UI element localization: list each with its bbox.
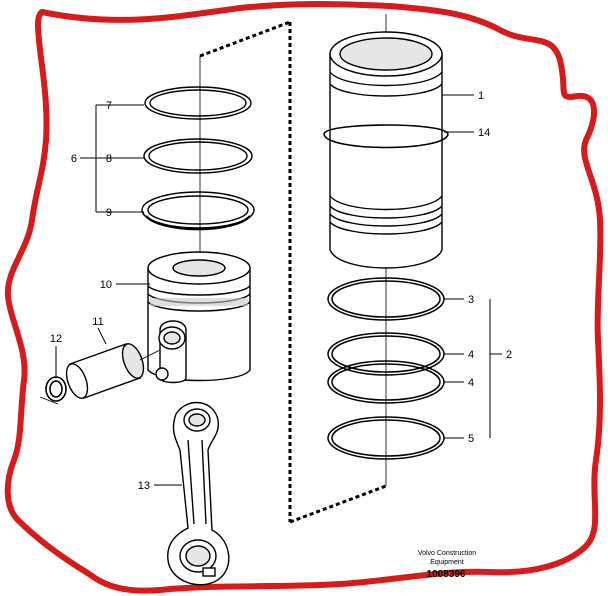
brand-line-1: Volvo Construction xyxy=(418,550,476,557)
callout-5: 5 xyxy=(468,433,474,445)
piston xyxy=(147,251,251,384)
circlip xyxy=(39,376,67,405)
piston-ring-9 xyxy=(141,191,255,231)
callout-labels: 7 6 8 9 10 11 12 13 1 14 3 3 4 4 5 2 xyxy=(50,90,512,492)
callout-4-upper: 4 xyxy=(468,349,474,361)
callout-7: 7 xyxy=(106,100,112,112)
red-hand-drawn-outline xyxy=(4,1,604,594)
cylinder-liner xyxy=(329,31,443,269)
callout-10: 10 xyxy=(100,279,112,291)
callout-8: 8 xyxy=(106,153,112,165)
callout-3-label: 3 xyxy=(468,294,474,306)
callout-14: 14 xyxy=(478,127,490,139)
callout-1: 1 xyxy=(478,90,484,102)
leader-lines xyxy=(55,94,502,486)
callout-2: 2 xyxy=(506,349,512,361)
piston-ring-7 xyxy=(144,86,252,120)
piston-pin xyxy=(65,343,161,399)
callout-6: 6 xyxy=(71,153,77,165)
callout-12: 12 xyxy=(50,333,62,345)
brand-line-2: Equipment xyxy=(430,559,464,566)
connecting-rod xyxy=(167,401,230,586)
alignment-dashes xyxy=(199,20,387,524)
piston-ring-8 xyxy=(143,138,253,174)
drawing-number: 1008396 xyxy=(427,569,466,580)
liner-seal-ring-14 xyxy=(323,124,449,149)
drawing-footer: Volvo Construction Equipment 1008396 xyxy=(418,550,476,580)
callout-4-lower: 4 xyxy=(468,377,474,389)
callout-11: 11 xyxy=(92,316,103,328)
callout-13: 13 xyxy=(138,480,150,492)
callout-9: 9 xyxy=(106,207,112,219)
